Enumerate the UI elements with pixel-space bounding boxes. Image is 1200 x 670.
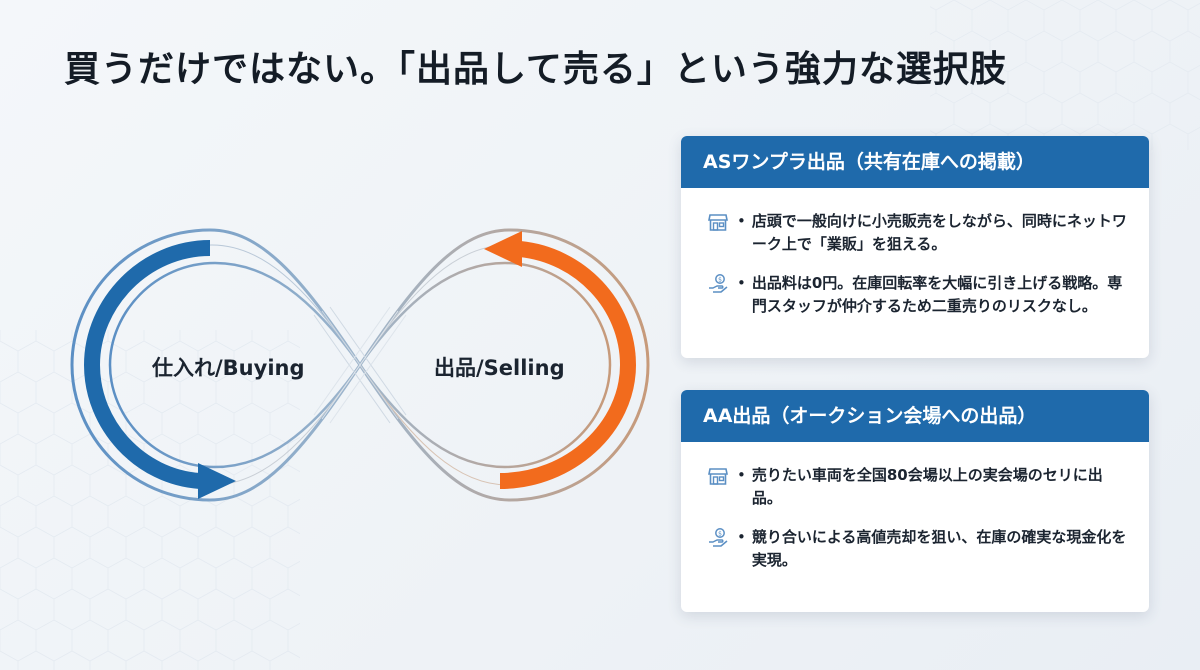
list-item: $ • 競り合いによる高値売却を狙い、在庫の確実な現金化を実現。	[707, 526, 1131, 572]
card-body: • 売りたい車両を全国80会場以上の実会場のセリに出品。 $ • 競り合いによる…	[681, 442, 1149, 572]
list-item: $ • 出品料は0円。在庫回転率を大幅に引き上げる戦略。専門スタッフが仲介するた…	[707, 272, 1131, 318]
money-hand-icon: $	[707, 273, 729, 295]
svg-text:$: $	[718, 276, 722, 283]
item-text: 競り合いによる高値売却を狙い、在庫の確実な現金化を実現。	[751, 528, 1127, 569]
storefront-icon	[707, 465, 729, 487]
buying-label: 仕入れ/Buying	[152, 356, 305, 380]
list-item: • 売りたい車両を全国80会場以上の実会場のセリに出品。	[707, 464, 1131, 510]
item-text: 出品料は0円。在庫回転率を大幅に引き上げる戦略。専門スタッフが仲介するため二重売…	[751, 274, 1123, 315]
card-header: AA出品（オークション会場への出品）	[681, 390, 1149, 442]
card-body: • 店頭で一般向けに小売販売をしながら、同時にネットワーク上で「業販」を狙える。…	[681, 188, 1149, 318]
svg-text:$: $	[718, 530, 722, 537]
list-item: • 店頭で一般向けに小売販売をしながら、同時にネットワーク上で「業販」を狙える。	[707, 210, 1131, 256]
selling-arrowhead	[484, 231, 522, 267]
as-wanpura-card: ASワンプラ出品（共有在庫への掲載） • 店頭で一般向けに小売販売をしながら、同…	[681, 136, 1149, 358]
buying-arrow	[83, 240, 211, 489]
page-title: 買うだけではない。「出品して売る」という強力な選択肢	[64, 49, 1007, 90]
buying-arrowhead	[198, 463, 236, 499]
card-header: ASワンプラ出品（共有在庫への掲載）	[681, 136, 1149, 188]
ribbon-line	[313, 306, 407, 424]
ribbon-line	[211, 364, 361, 486]
storefront-icon	[707, 211, 729, 233]
aa-auction-card: AA出品（オークション会場への出品） • 売りたい車両を全国80会場以上の実会場…	[681, 390, 1149, 612]
infinity-loop-diagram	[70, 228, 650, 502]
money-hand-icon: $	[707, 527, 729, 549]
item-text: 売りたい車両を全国80会場以上の実会場のセリに出品。	[751, 466, 1103, 507]
selling-arrow	[499, 241, 637, 489]
item-text: 店頭で一般向けに小売販売をしながら、同時にネットワーク上で「業販」を狙える。	[751, 212, 1127, 253]
selling-label: 出品/Selling	[434, 356, 565, 380]
ribbon-line	[359, 244, 509, 366]
